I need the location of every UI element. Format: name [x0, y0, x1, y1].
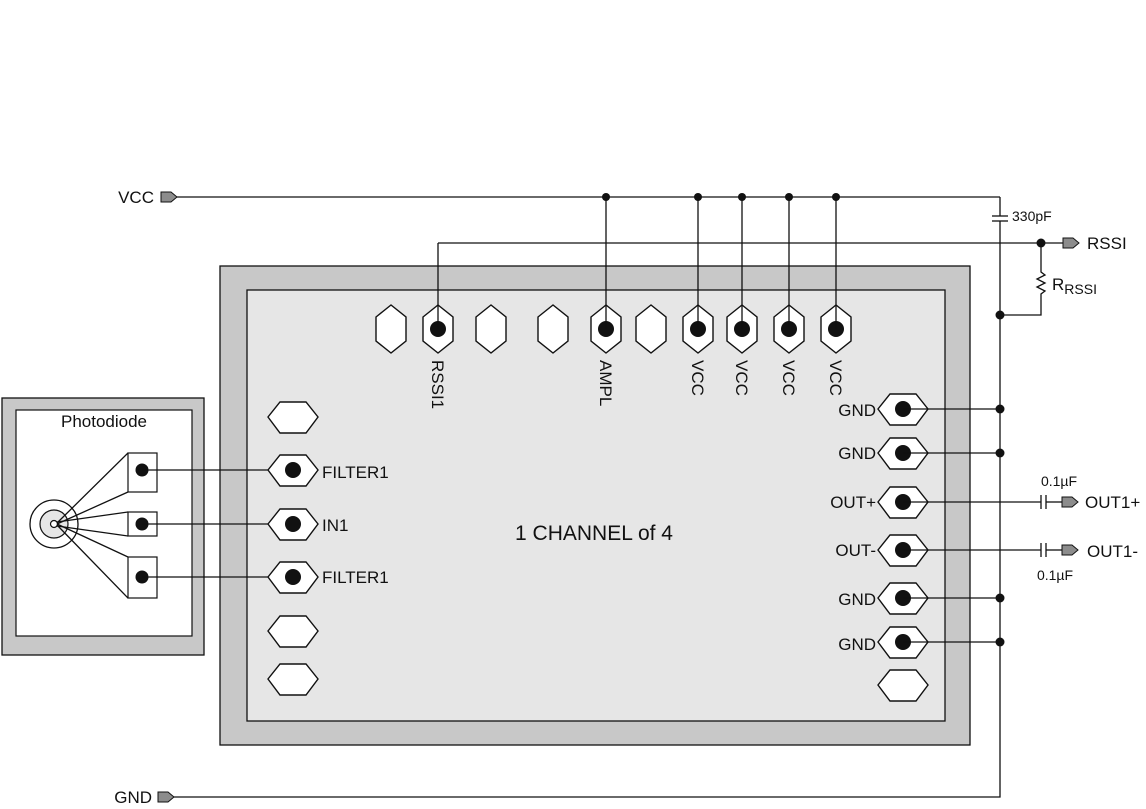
photodiode-pin-top [127, 452, 158, 493]
left-pin-filter1-bottom [267, 561, 319, 594]
right-pin-label-gnd-4: GND [838, 635, 876, 654]
capacitor-out-pos-label: 0.1µF [1041, 473, 1077, 489]
top-pad-unused-3 [537, 304, 569, 354]
left-pin-label-filter1-top: FILTER1 [322, 463, 389, 482]
left-pin-filter1-top [267, 454, 319, 487]
top-pin-label-vcc-4: VCC [826, 360, 845, 396]
vcc-net [160, 191, 1000, 329]
left-pad-unused-3 [267, 663, 319, 696]
photodiode-label: Photodiode [61, 412, 147, 431]
module-center-label: 1 CHANNEL of 4 [515, 522, 673, 545]
out-pos-net [903, 495, 1079, 509]
left-pad-unused-1 [267, 401, 319, 434]
capacitor-330pf-label: 330pF [1012, 208, 1052, 224]
vcc-net-label: VCC [118, 188, 154, 207]
resistor-rssi-label: RRSSI [1052, 275, 1097, 297]
module-inner-body [246, 289, 946, 722]
gnd-net [157, 790, 1001, 803]
top-pin-label-vcc-1: VCC [688, 360, 707, 396]
out-pos-net-label: OUT1+ [1085, 493, 1140, 512]
right-pin-label-gnd-2: GND [838, 444, 876, 463]
top-pin-label-ampl: AMPL [596, 360, 615, 406]
left-pin-label-filter1-bottom: FILTER1 [322, 568, 389, 587]
right-pad-unused [877, 669, 929, 702]
right-pin-label-gnd-1: GND [838, 401, 876, 420]
right-pin-label-out-neg: OUT- [835, 541, 876, 560]
right-pin-label-gnd-3: GND [838, 590, 876, 609]
left-pin-in1 [267, 508, 319, 541]
right-pin-label-out-pos: OUT+ [830, 493, 876, 512]
capacitor-out-neg-label: 0.1µF [1037, 567, 1073, 583]
gnd-right-connections [903, 404, 1005, 647]
top-pin-label-vcc-3: VCC [779, 360, 798, 396]
out-neg-net-label: OUT1- [1087, 542, 1138, 561]
rssi-net-label: RSSI [1087, 234, 1127, 253]
top-pad-unused-2 [475, 304, 507, 354]
out-neg-net [903, 543, 1079, 557]
top-pin-label-vcc-2: VCC [732, 360, 751, 396]
top-pad-unused-1 [375, 304, 407, 354]
photodiode-symbol [29, 452, 129, 599]
top-pin-label-rssi1: RSSI1 [428, 360, 447, 409]
rssi-net [437, 237, 1080, 329]
left-pad-unused-2 [267, 615, 319, 648]
capacitor-330pf [992, 197, 1008, 790]
gnd-net-label: GND [114, 788, 152, 807]
top-pad-unused-4 [635, 304, 667, 354]
resistor-rssi [995, 243, 1047, 320]
left-pin-label-in1: IN1 [322, 516, 348, 535]
